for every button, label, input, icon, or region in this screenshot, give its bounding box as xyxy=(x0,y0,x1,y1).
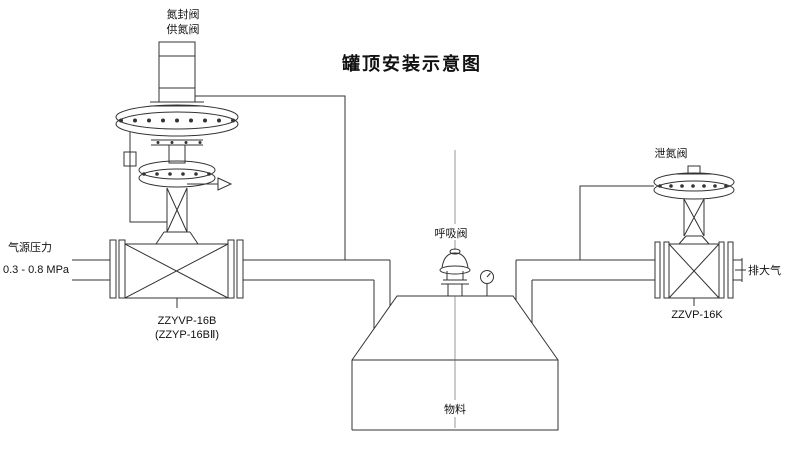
left-feedback-line xyxy=(129,132,167,223)
actuator-spring-housing xyxy=(158,41,196,103)
right-valve xyxy=(653,165,735,306)
right-valve-diaphragm xyxy=(653,172,735,192)
label-mask xyxy=(434,400,476,417)
relief-valve-label: 泄氮阀 xyxy=(655,146,688,160)
right-sensing-line xyxy=(579,185,654,260)
secondary-diaphragm xyxy=(138,160,216,180)
pressure-range-label: 0.3 - 0.8 MPa xyxy=(3,264,70,276)
nitrogen-seal-valve-label: 氮封阀 xyxy=(167,7,200,21)
air-source-pressure-label: 气源压力 xyxy=(8,240,52,254)
left-valve-model-alt-label: (ZZYP-16BⅡ) xyxy=(155,329,219,341)
right-valve-model-label: ZZVP-16K xyxy=(671,309,723,321)
top-sensing-line xyxy=(195,95,346,260)
right-valve-bolts xyxy=(658,184,728,188)
diagram-title: 罐顶安装示意图 xyxy=(341,53,482,74)
nitrogen-supply-valve-label: 供氮阀 xyxy=(167,22,200,36)
travel-indicator-flag xyxy=(217,177,233,191)
label-mask xyxy=(429,224,473,240)
main-diaphragm xyxy=(115,104,239,130)
inline-fitting xyxy=(123,151,137,167)
main-piping xyxy=(72,258,746,329)
left-valve-model-label: ZZYVP-16B xyxy=(158,315,217,327)
breathing-valve-label: 呼吸阀 xyxy=(435,226,468,240)
exhaust-label: 排大气 xyxy=(748,263,781,277)
breathing-valve xyxy=(439,248,471,296)
material-label: 物料 xyxy=(444,402,466,416)
impulse-lines xyxy=(123,95,654,260)
left-valve-bolts xyxy=(119,118,235,176)
pressure-gauge xyxy=(480,270,494,296)
left-valve xyxy=(109,41,244,308)
